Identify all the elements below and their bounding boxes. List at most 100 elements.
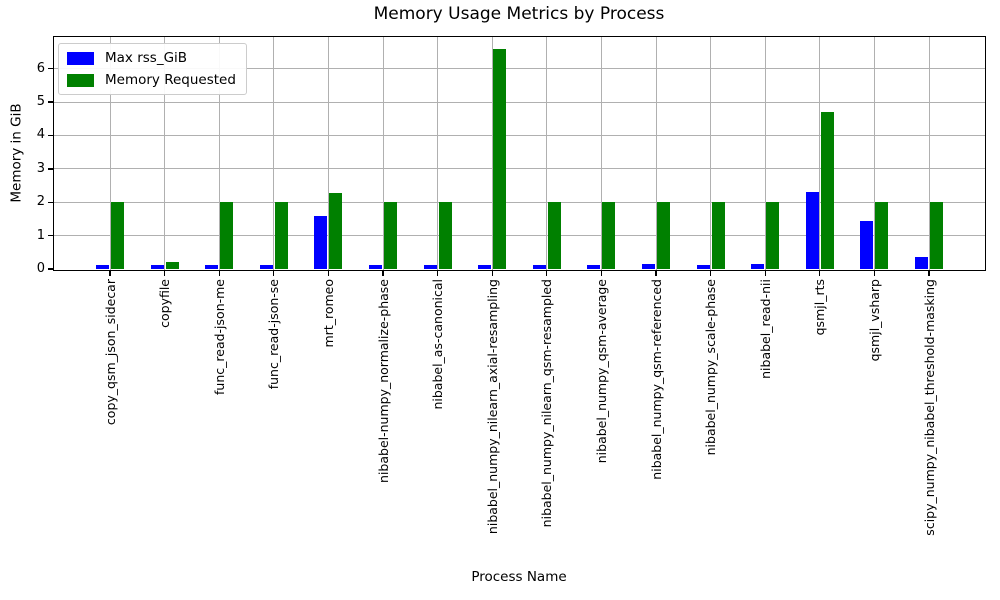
x-tick-label: qsmjl_rts xyxy=(811,279,829,335)
x-tick-label: scipy_numpy_nibabel_threshold-masking xyxy=(920,279,938,536)
bar-max-rss xyxy=(532,264,546,269)
x-axis-label: Process Name xyxy=(471,569,567,585)
gridline-vertical xyxy=(546,37,548,270)
gridline-horizontal xyxy=(54,168,985,170)
x-tick-label: func_read-json-se xyxy=(265,279,283,389)
gridline-vertical xyxy=(382,37,384,270)
gridline-vertical xyxy=(819,37,821,270)
gridline-vertical xyxy=(710,37,712,270)
bar-memory-requested xyxy=(766,202,780,269)
gridline-horizontal xyxy=(54,201,985,203)
gridline-horizontal xyxy=(54,134,985,136)
x-tick-label: nibabel_numpy_nilearn_axial-resampling xyxy=(483,279,501,534)
legend-label-max-rss: Max rss_GiB xyxy=(105,50,188,66)
gridline-horizontal xyxy=(54,101,985,103)
y-tick-label: 1 xyxy=(36,227,45,243)
x-tick-label: nibabel_numpy_qsm-referenced xyxy=(647,279,665,480)
bar-max-rss xyxy=(860,221,874,269)
y-tick-label: 6 xyxy=(36,60,45,76)
x-tick-label-text: mrt_romeo xyxy=(320,279,336,348)
legend: Max rss_GiB Memory Requested xyxy=(58,43,247,95)
x-tick-label: nibabel_read-nii xyxy=(756,279,774,379)
bar-memory-requested xyxy=(111,202,124,269)
bar-memory-requested xyxy=(165,262,179,269)
legend-item-max-rss: Max rss_GiB xyxy=(67,50,236,66)
chart-title: Memory Usage Metrics by Process xyxy=(373,4,665,24)
gridline-vertical xyxy=(928,37,930,270)
legend-swatch-max-rss-icon xyxy=(67,51,94,65)
legend-label-memory-requested: Memory Requested xyxy=(105,72,236,88)
bar-memory-requested xyxy=(820,112,834,269)
x-tick-label-text: nibabel_numpy_qsm-referenced xyxy=(648,279,664,480)
x-tick-label: copy_qsm_json_sidecar xyxy=(101,279,119,425)
x-tick-label-text: scipy_numpy_nibabel_threshold-masking xyxy=(921,279,937,536)
bar-max-rss xyxy=(96,264,109,269)
bar-memory-requested xyxy=(602,202,616,269)
x-tick-label: func_read-json-me xyxy=(210,279,228,395)
x-tick-mark xyxy=(546,270,548,276)
x-tick-mark xyxy=(218,270,220,276)
x-tick-label-text: nibabel_read-nii xyxy=(757,279,773,379)
y-tick-label: 4 xyxy=(36,127,45,143)
x-tick-mark xyxy=(273,270,275,276)
gridline-horizontal xyxy=(54,235,985,237)
y-tick-mark xyxy=(48,234,53,237)
gridline-vertical xyxy=(764,37,766,270)
x-tick-mark xyxy=(655,270,657,276)
x-tick-mark xyxy=(764,270,766,276)
x-tick-label-text: qsmjl_rts xyxy=(812,279,828,336)
x-tick-label: nibabel-numpy_normalize-phase xyxy=(374,279,392,483)
y-tick-label: 2 xyxy=(36,194,45,210)
bar-max-rss xyxy=(423,264,437,269)
bar-memory-requested xyxy=(438,202,452,269)
bar-memory-requested xyxy=(384,202,397,269)
bar-max-rss xyxy=(369,264,382,269)
bar-memory-requested xyxy=(220,202,234,269)
x-tick-label-text: nibabel_numpy_qsm-average xyxy=(593,279,609,464)
x-tick-label: mrt_romeo xyxy=(319,279,337,348)
bar-max-rss xyxy=(314,216,328,269)
y-tick-label: 3 xyxy=(36,160,45,176)
gridline-vertical xyxy=(218,37,220,270)
bar-memory-requested xyxy=(657,202,670,269)
bar-max-rss xyxy=(259,264,273,269)
x-tick-label-text: copy_qsm_json_sidecar xyxy=(102,279,118,426)
gridline-vertical xyxy=(109,37,111,270)
x-tick-label: copyfile xyxy=(156,279,174,328)
y-tick-mark xyxy=(48,201,53,203)
gridline-vertical xyxy=(600,37,602,270)
bar-max-rss xyxy=(150,264,164,269)
bar-max-rss xyxy=(751,263,765,269)
x-tick-mark xyxy=(327,270,330,276)
gridline-vertical xyxy=(873,37,875,270)
x-tick-mark xyxy=(709,270,712,276)
bar-memory-requested xyxy=(493,48,507,269)
x-tick-mark xyxy=(109,270,111,276)
x-tick-mark xyxy=(382,270,384,276)
bar-memory-requested xyxy=(875,202,889,269)
gridline-vertical xyxy=(164,37,166,270)
x-tick-mark xyxy=(491,270,493,276)
x-tick-mark xyxy=(436,270,439,276)
gridline-vertical xyxy=(491,37,493,270)
x-tick-label-text: nibabel_numpy_scale-phase xyxy=(703,279,719,456)
x-tick-mark xyxy=(163,270,166,276)
bar-max-rss xyxy=(696,264,710,269)
bar-memory-requested xyxy=(274,202,288,269)
y-tick-mark xyxy=(48,268,53,270)
y-tick-mark xyxy=(48,68,53,70)
x-tick-label-text: nibabel_numpy_nilearn_axial-resampling xyxy=(484,279,500,535)
x-tick-mark xyxy=(873,270,876,276)
bar-max-rss xyxy=(915,257,928,269)
y-tick-mark xyxy=(48,134,53,137)
x-tick-mark xyxy=(819,270,821,276)
y-tick-label: 5 xyxy=(36,94,45,110)
bar-memory-requested xyxy=(711,202,725,269)
x-tick-label: nibabel_as-canonical xyxy=(429,279,447,410)
gridline-vertical xyxy=(437,37,439,270)
bar-max-rss xyxy=(642,263,655,269)
gridline-vertical xyxy=(655,37,657,270)
x-tick-label-text: copyfile xyxy=(157,279,173,328)
bar-max-rss xyxy=(205,264,219,269)
gridline-vertical xyxy=(273,37,275,270)
